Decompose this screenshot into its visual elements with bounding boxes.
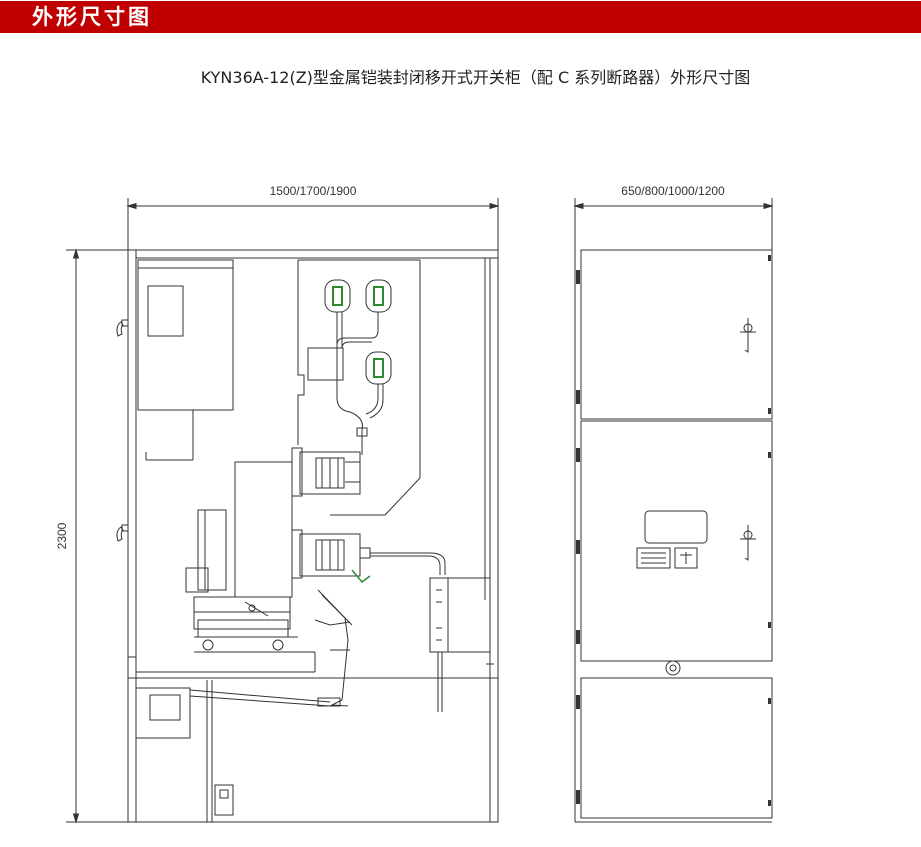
front-door-handle-top bbox=[116, 319, 129, 337]
hinges-right bbox=[768, 255, 771, 806]
busbar-bushing-3 bbox=[365, 351, 392, 385]
upper-contact-box bbox=[291, 447, 361, 497]
height-label: 2300 bbox=[55, 522, 69, 549]
width-dimension: 1500/1700/1900 bbox=[126, 184, 500, 250]
viewing-window bbox=[644, 510, 708, 544]
busbar-bushing-1 bbox=[324, 279, 351, 313]
nameplate-labels bbox=[636, 547, 698, 569]
depth-label: 650/800/1000/1200 bbox=[621, 184, 725, 198]
diagram-title: KYN36A-12(Z)型金属铠装封闭移开式开关柜（配 C 系列断路器）外形尺寸… bbox=[200, 68, 751, 87]
header-bar bbox=[0, 1, 921, 33]
busbar-bushing-2 bbox=[365, 279, 392, 313]
side-door-handle-mid bbox=[740, 525, 756, 561]
current-transformer bbox=[429, 577, 491, 712]
hinges-left bbox=[576, 270, 580, 804]
center-lock bbox=[665, 660, 681, 676]
front-view: 1500/1700/1900 2300 bbox=[55, 184, 500, 824]
lower-contact-box bbox=[291, 529, 446, 584]
front-door-handle-mid bbox=[116, 524, 129, 542]
side-view: 650/800/1000/1200 bbox=[573, 184, 774, 823]
depth-dimension: 650/800/1000/1200 bbox=[573, 184, 774, 250]
height-dimension: 2300 bbox=[55, 248, 128, 824]
width-label: 1500/1700/1900 bbox=[270, 184, 357, 198]
side-door-handle-top bbox=[740, 318, 756, 353]
page-title: 外形尺寸图 bbox=[32, 5, 152, 29]
circuit-breaker-truck bbox=[185, 461, 315, 653]
